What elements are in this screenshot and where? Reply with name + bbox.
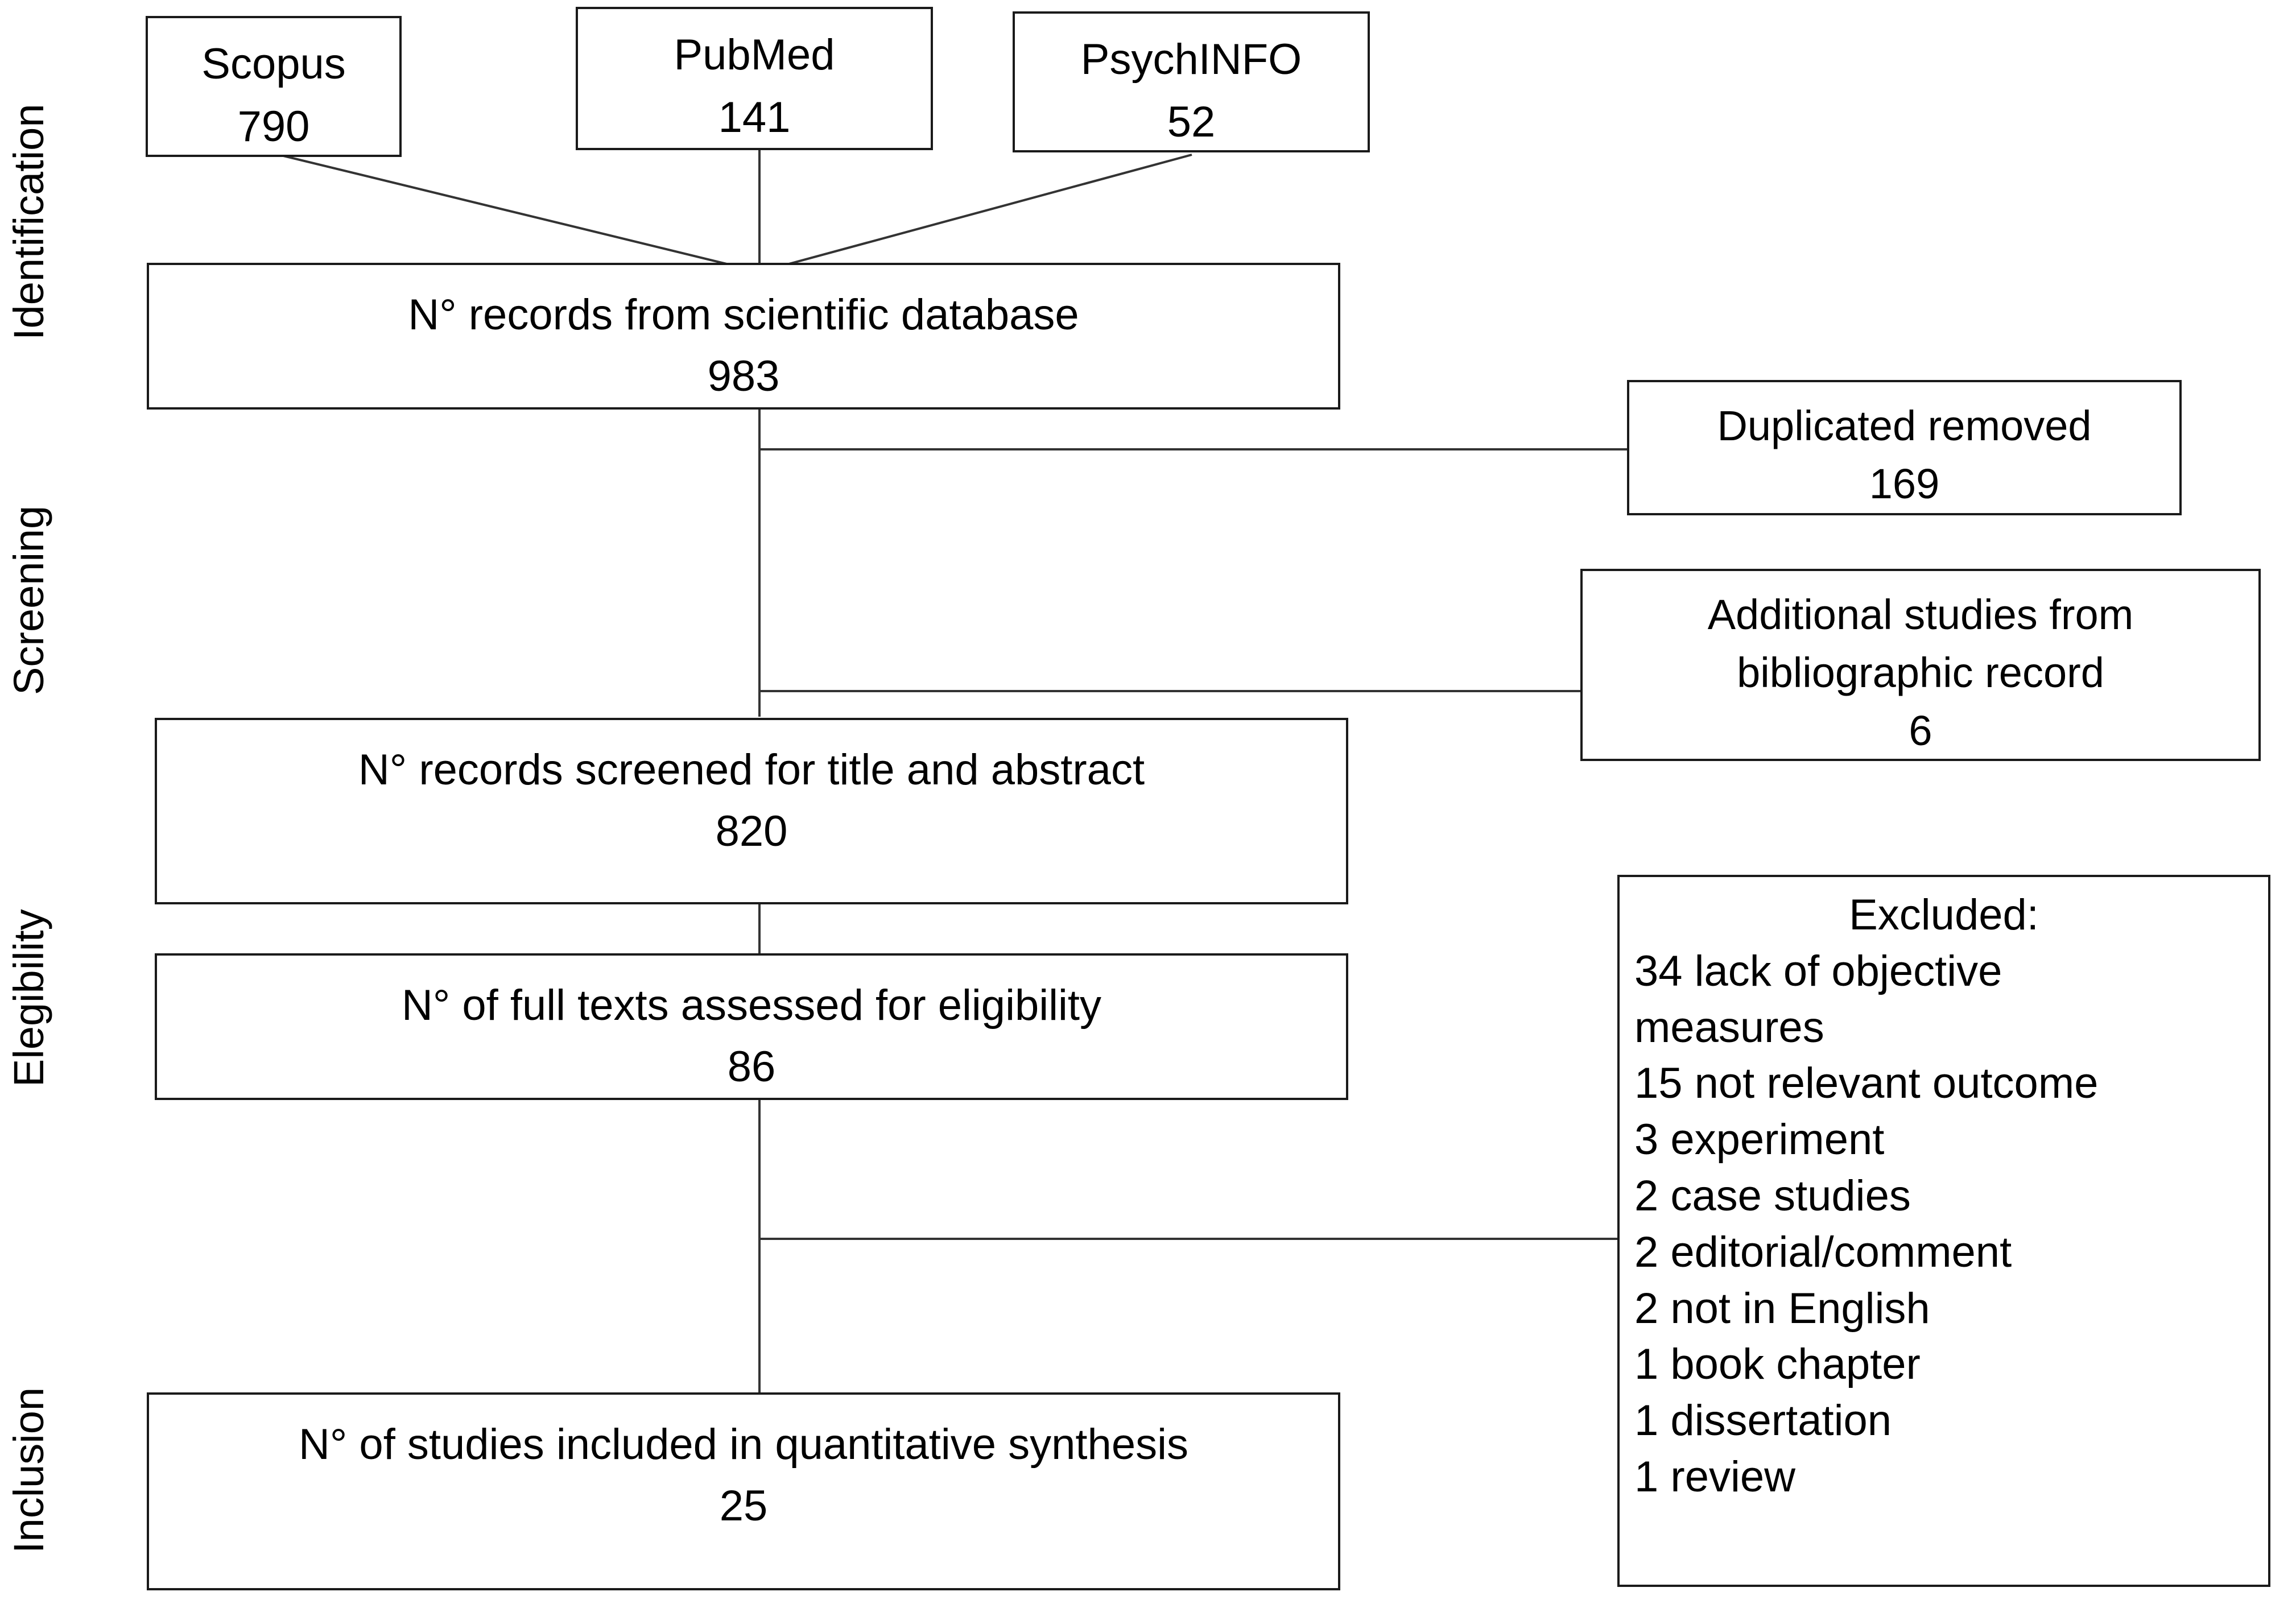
connector-to-additional-studies [758,690,1580,692]
stage-label-eligibility: Elegibility [5,909,52,1088]
note-box-duplicates-removed: Duplicated removed 169 [1627,380,2182,515]
excluded-reason-item: 1 review [1634,1452,1795,1501]
duplicates-removed-label: Duplicated removed [1717,402,2092,449]
duplicates-removed-count: 169 [1869,460,1940,508]
excluded-reason-item: 1 book chapter [1634,1340,1921,1389]
source-box-scopus: Scopus 790 [146,16,402,157]
studies-included-count: 25 [719,1481,768,1530]
connector-to-excluded [758,1238,1618,1240]
studies-included-label: N° of studies included in quantitative s… [299,1420,1188,1469]
stage-label-inclusion: Inclusion [5,1387,52,1554]
flow-box-records-screened: N° records screened for title and abstra… [155,718,1348,904]
excluded-reason-item: 2 not in English [1634,1284,1930,1333]
excluded-reason-item: 34 lack of objective [1634,946,2002,995]
source-converge-connectors [278,150,1192,273]
excluded-reason-item: 3 experiment [1634,1115,1885,1164]
source-count-pubmed: 141 [718,93,791,142]
source-box-psychinfo: PsychINFO 52 [1013,11,1370,152]
additional-studies-count: 6 [1909,707,1932,755]
source-name-pubmed: PubMed [674,31,835,79]
connector-to-duplicates-removed [758,448,1629,450]
records-identified-count: 983 [707,352,780,400]
excluded-reason-item: measures [1634,1003,1824,1052]
records-screened-label: N° records screened for title and abstra… [358,746,1145,794]
source-name-psychinfo: PsychINFO [1080,35,1302,84]
excluded-reason-item: 2 editorial/comment [1634,1227,2012,1276]
flow-box-studies-included: N° of studies included in quantitative s… [147,1392,1340,1590]
excluded-reason-item: 1 dissertation [1634,1396,1892,1445]
excluded-reason-item: 15 not relevant outcome [1634,1059,2099,1108]
excluded-header: Excluded: [1849,891,2039,939]
flow-box-full-texts-assessed: N° of full texts assessed for eligibilit… [155,953,1348,1100]
connector-eligibility-to-inclusion [758,1098,761,1394]
excluded-reason-item: 2 case studies [1634,1171,1911,1220]
flow-box-records-identified: N° records from scientific database 983 [147,263,1340,410]
records-identified-label: N° records from scientific database [408,291,1079,339]
source-count-scopus: 790 [237,102,310,151]
full-texts-assessed-label: N° of full texts assessed for eligibilit… [402,981,1101,1030]
full-texts-assessed-count: 86 [727,1042,776,1091]
stage-label-screening: Screening [5,505,52,695]
additional-studies-label-line1: Additional studies from [1707,591,2134,638]
excluded-reason-list: 34 lack of objective measures 15 not rel… [1620,944,2268,1506]
records-screened-count: 820 [715,807,788,855]
connector-identification-to-screening [758,408,761,717]
additional-studies-label-line2: bibliographic record [1737,649,2104,697]
note-box-additional-studies: Additional studies from bibliographic re… [1580,569,2261,761]
source-name-scopus: Scopus [201,40,346,88]
source-count-psychinfo: 52 [1167,98,1216,147]
note-box-excluded: Excluded: 34 lack of objective measures … [1617,875,2270,1587]
source-box-pubmed: PubMed 141 [576,7,933,150]
